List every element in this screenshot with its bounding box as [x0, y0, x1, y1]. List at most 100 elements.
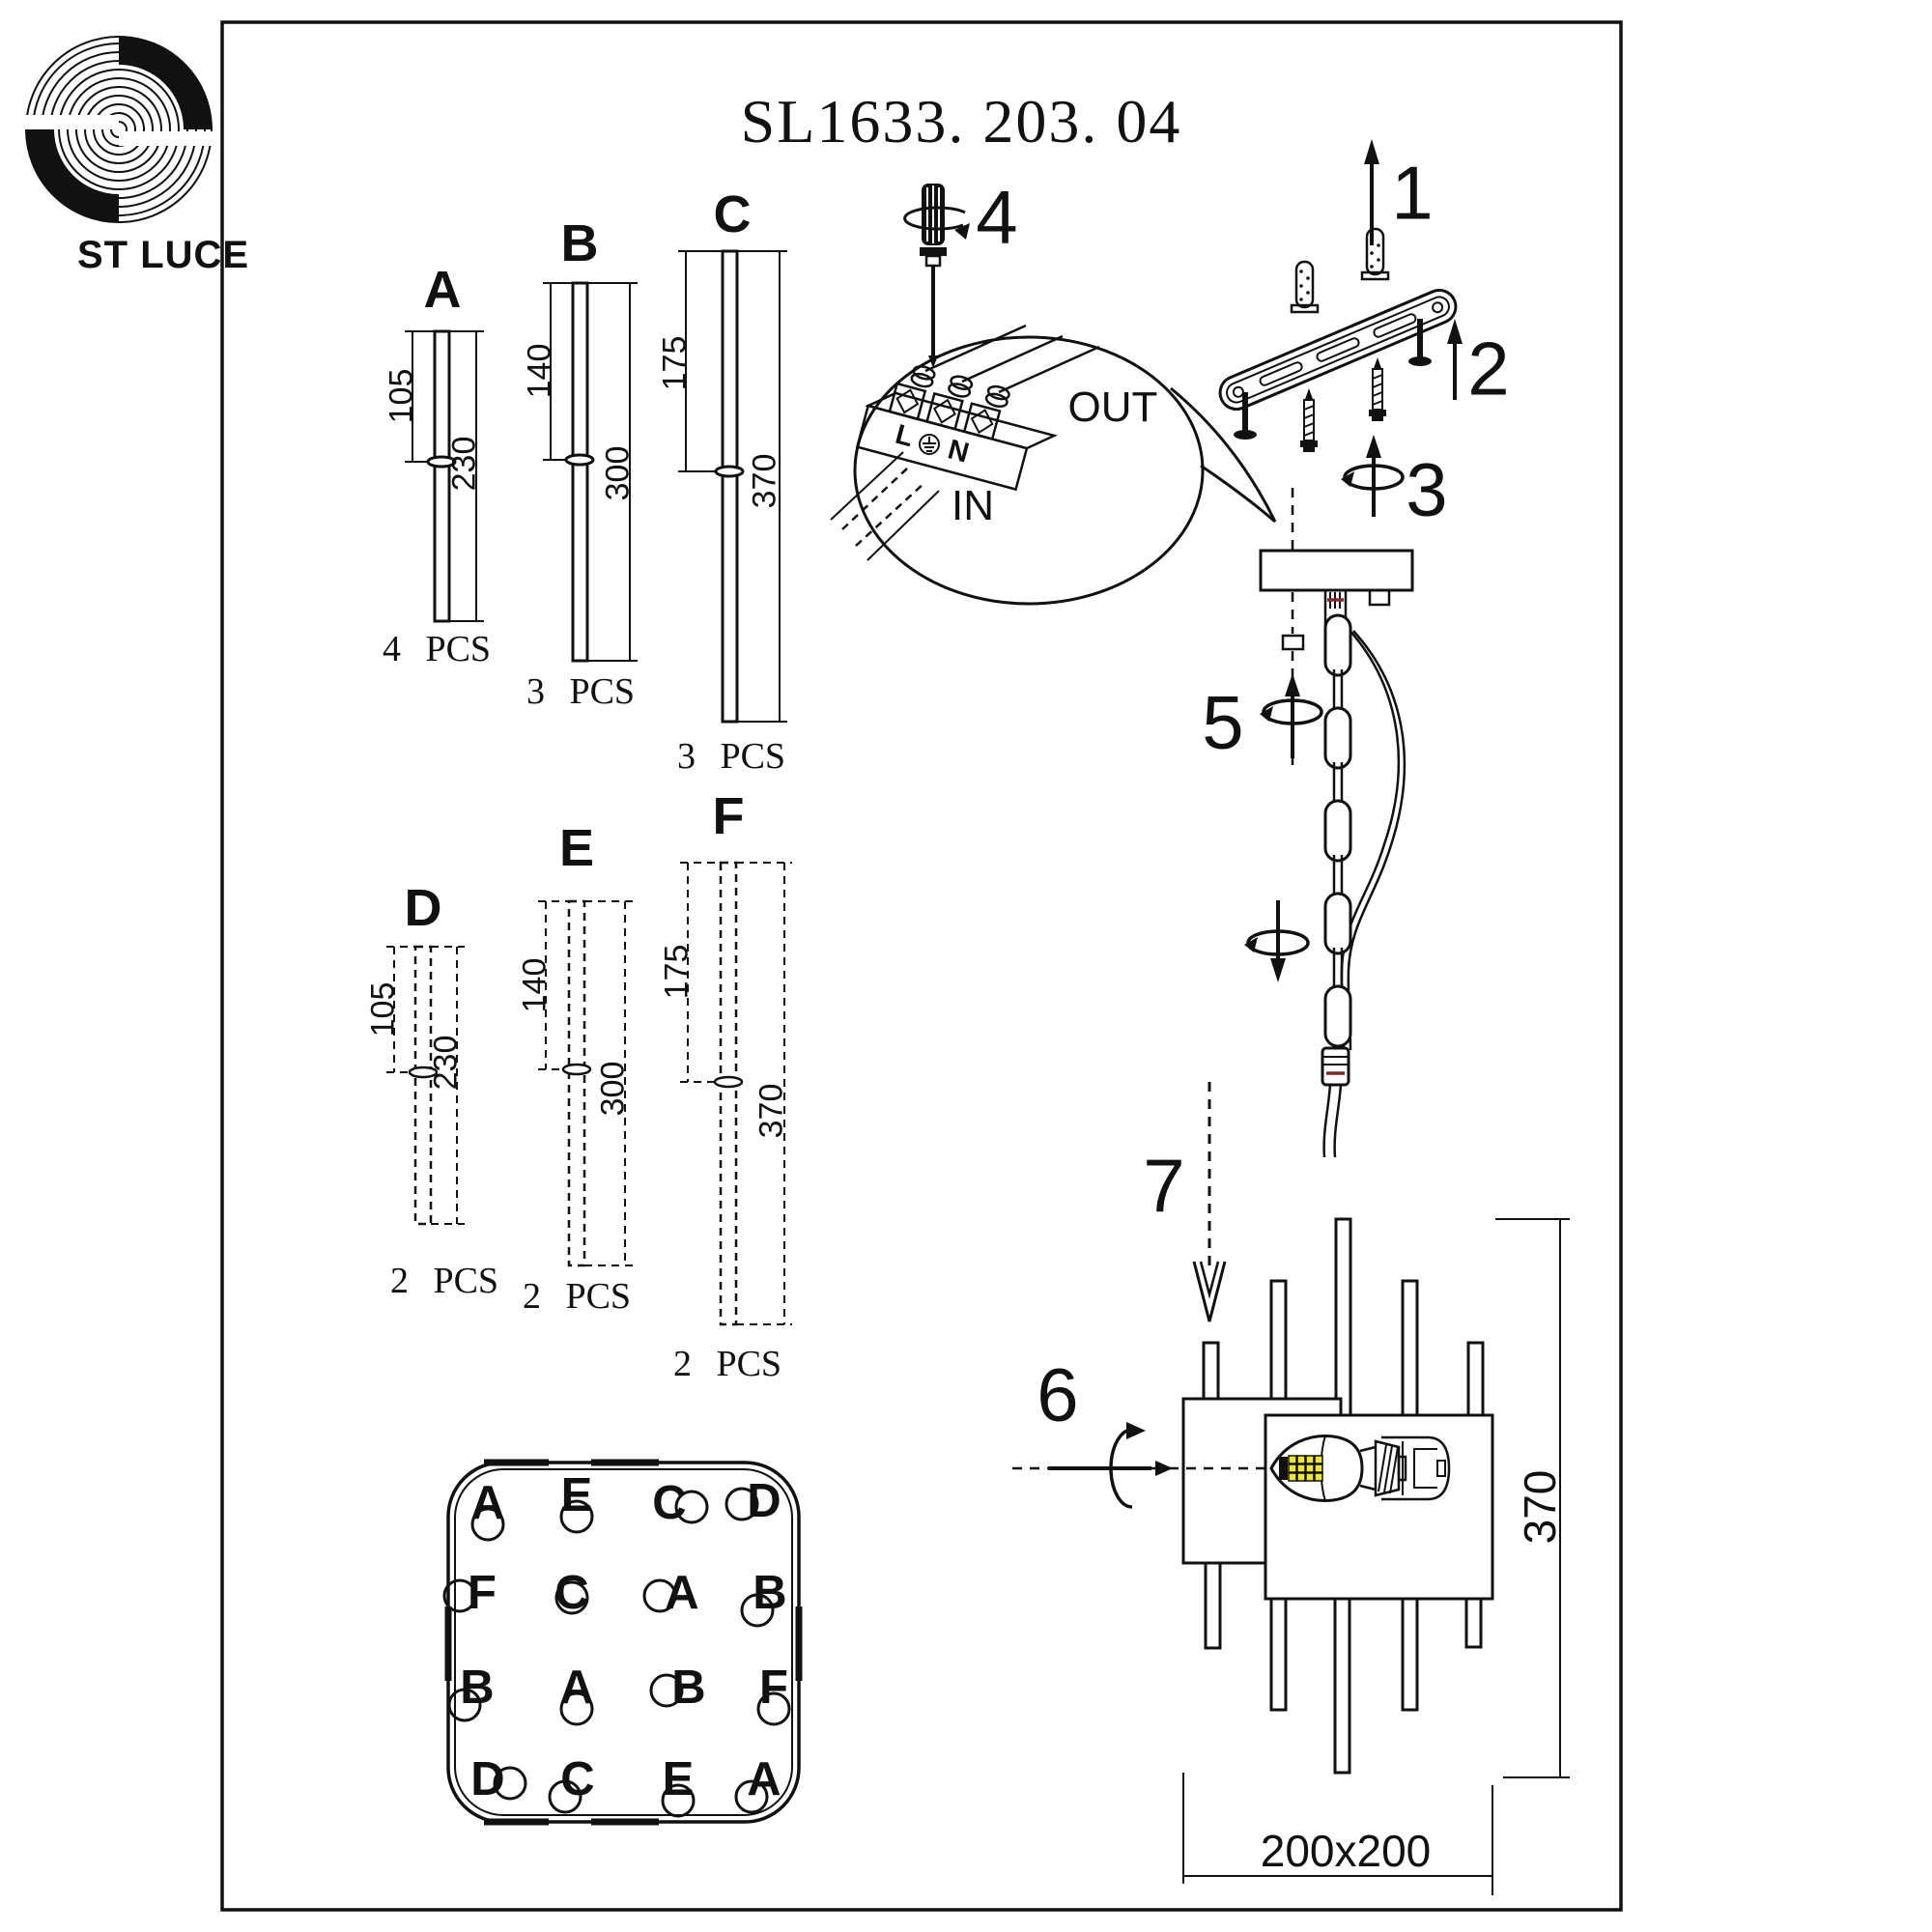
canopy-chain-assembly: [1259, 488, 1414, 1158]
part-b-upper-dim: 140: [521, 343, 558, 399]
part-b-total-dim: 300: [599, 445, 637, 501]
mounting-bracket-group: [1218, 139, 1463, 452]
part-a-qty: 4 PCS: [382, 629, 492, 669]
tube-hole-circle: [493, 1766, 527, 1801]
tube-hole-circle: [674, 1490, 709, 1524]
tube-hole-circle: [554, 1580, 589, 1615]
page-title: SL1633. 203. 04: [740, 87, 1182, 156]
tube-hole-circle: [447, 1688, 482, 1722]
step-4-number: 4: [976, 174, 1018, 260]
dimension-lines: [1182, 1218, 1570, 1895]
part-e-total-dim: 300: [594, 1061, 632, 1117]
tube-position: A: [546, 1657, 608, 1726]
page-border: [220, 20, 1623, 1912]
tube-hole-circle: [724, 1487, 759, 1521]
tube-hole-circle: [734, 1779, 769, 1814]
ground-symbol-icon: [919, 434, 940, 455]
part-e-qty: 2 PCS: [522, 1276, 632, 1317]
tube-hole-circle: [642, 1578, 677, 1613]
tube-position: D: [457, 1748, 527, 1810]
st-luce-logo: [23, 36, 214, 223]
tube-hole-circle: [442, 1578, 477, 1613]
screwdriver-icon: [903, 184, 970, 368]
fixture-base-dim: 200x200: [1260, 1826, 1432, 1876]
part-f-diagram: [680, 861, 792, 1326]
step-3-number: 3: [1406, 446, 1448, 532]
part-f-label: F: [712, 787, 745, 845]
wire-out-label: OUT: [1067, 384, 1158, 431]
part-a-upper-dim: 105: [383, 368, 420, 424]
part-e-upper-dim: 140: [516, 957, 554, 1013]
part-d-diagram: [386, 945, 465, 1226]
tube-position: C: [554, 1567, 589, 1619]
part-b-qty: 3 PCS: [526, 671, 636, 712]
tube-position: D: [724, 1470, 795, 1532]
tube-position: F: [743, 1657, 805, 1726]
rotate-icon-step3: [1341, 435, 1405, 517]
insert-bulb-arrow: [1012, 1422, 1271, 1509]
part-c-total-dim: 370: [746, 453, 783, 509]
part-f-upper-dim: 175: [658, 944, 696, 1000]
tube-position: A: [733, 1748, 795, 1814]
tube-hole-circle: [548, 1779, 582, 1814]
tube-hole-circle: [559, 1499, 594, 1534]
part-b-diagram: [543, 281, 638, 663]
step-1-number: 1: [1391, 150, 1434, 236]
step-5-number: 5: [1202, 679, 1244, 765]
cord-grip: [1321, 1046, 1350, 1087]
terminal-block: [855, 365, 1058, 492]
tube-layout-square: [444, 1459, 803, 1826]
part-d-qty: 2 PCS: [389, 1261, 499, 1301]
fixture-height-dim: 370: [1515, 1469, 1565, 1545]
tube-position: E: [546, 1464, 608, 1534]
tube-position: A: [642, 1562, 713, 1624]
drop-arrow-step7: [1192, 1082, 1227, 1322]
part-f-qty: 2 PCS: [672, 1344, 782, 1384]
tube-hole-circle: [559, 1691, 594, 1726]
wiring-detail-balloon: [830, 324, 1277, 606]
part-f-total-dim: 370: [753, 1083, 790, 1139]
tube-position: C: [639, 1472, 709, 1534]
tube-position: A: [457, 1472, 519, 1542]
screw-icon: [1369, 357, 1386, 421]
part-a-diagram: [405, 329, 484, 623]
part-c-upper-dim: 175: [656, 335, 694, 391]
led-chips: [1288, 1455, 1323, 1482]
tube-position: C: [547, 1748, 609, 1814]
wall-anchor-icon: [1360, 227, 1390, 281]
part-c-diagram: [678, 249, 787, 724]
part-e-diagram: [538, 899, 633, 1267]
part-c-label: C: [713, 185, 752, 243]
part-a-label: A: [423, 261, 462, 319]
wall-anchor-icon: [1290, 260, 1320, 314]
step-2-number: 2: [1467, 326, 1510, 412]
tube-position: B: [739, 1562, 801, 1628]
step-6-number: 6: [1037, 1351, 1079, 1437]
chain: [1323, 613, 1352, 1048]
wire-in-label: IN: [952, 482, 994, 529]
led-candle-bulb: [1269, 1434, 1407, 1503]
tube-hole-circle: [661, 1783, 696, 1818]
rotate-icon-step5: [1260, 673, 1323, 758]
part-c-qty: 3 PCS: [676, 736, 786, 777]
tube-hole-circle: [740, 1593, 775, 1628]
part-b-label: B: [560, 214, 599, 272]
tube-position: F: [442, 1562, 513, 1624]
part-d-upper-dim: 105: [364, 981, 402, 1037]
brand-name: ST LUCE: [77, 234, 250, 276]
mounting-bracket: [1218, 288, 1458, 412]
lamp-socket: [1381, 1435, 1451, 1501]
part-a-total-dim: 230: [445, 436, 483, 492]
tube-hole-circle: [756, 1691, 791, 1726]
tube-position: B: [649, 1657, 720, 1719]
part-d-label: D: [404, 879, 442, 937]
step-7-number: 7: [1143, 1143, 1185, 1229]
screw-icon: [1300, 388, 1318, 452]
tube-position: E: [647, 1748, 709, 1818]
tube-hole-circle: [649, 1673, 684, 1708]
tube-position: B: [446, 1657, 508, 1722]
part-d-total-dim: 230: [427, 1035, 465, 1091]
rotate-icon-chain: [1244, 900, 1310, 982]
